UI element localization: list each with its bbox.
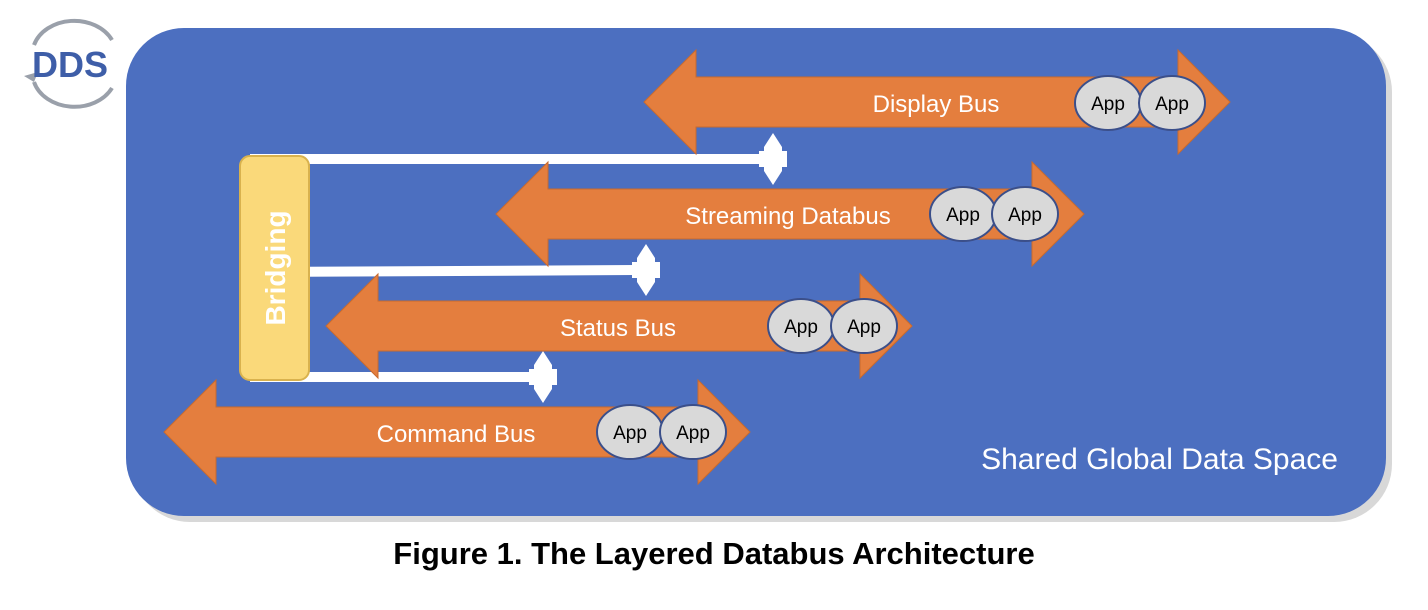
bridging-box: Bridging	[239, 155, 310, 381]
status-bus-arrow	[325, 272, 913, 380]
command-bus: Command Bus App App	[163, 378, 751, 486]
app-node	[1138, 75, 1206, 131]
streaming-databus-arrow	[495, 160, 1085, 268]
app-node	[991, 186, 1059, 242]
app-label: App	[613, 423, 647, 444]
app-label: App	[946, 205, 980, 226]
status-bus-label: Status Bus	[560, 315, 676, 342]
shared-data-space-label: Shared Global Data Space	[981, 443, 1338, 476]
app-label: App	[1091, 94, 1125, 115]
app-label: App	[784, 317, 818, 338]
command-bus-label: Command Bus	[377, 421, 536, 448]
app-node	[830, 298, 898, 354]
figure-caption: Figure 1. The Layered Databus Architectu…	[393, 536, 1035, 571]
app-label: App	[1155, 94, 1189, 115]
star-connector-display	[759, 133, 787, 185]
command-bus-arrow	[163, 378, 751, 486]
display-bus-arrow	[643, 48, 1231, 156]
star-connector-status	[529, 351, 557, 403]
logo-ring-top	[32, 18, 114, 46]
logo-text: DDS	[32, 44, 108, 85]
logo-ring-bottom	[32, 81, 114, 109]
display-bus: Display Bus App App	[643, 48, 1231, 156]
dds-logo: DDS	[24, 18, 114, 109]
bridging-label: Bridging	[260, 210, 291, 325]
connector-streaming	[249, 265, 647, 277]
streaming-databus: Streaming Databus App App	[495, 160, 1085, 268]
status-bus: Status Bus App App	[325, 272, 913, 380]
app-node	[659, 404, 727, 460]
star-connector-streaming	[632, 244, 660, 296]
shared-data-space	[126, 28, 1386, 516]
app-label: App	[676, 423, 710, 444]
app-label: App	[847, 317, 881, 338]
streaming-databus-label: Streaming Databus	[685, 203, 890, 230]
app-label: App	[1008, 205, 1042, 226]
logo-ring-arrowhead	[24, 72, 38, 82]
display-bus-label: Display Bus	[873, 91, 1000, 118]
layered-databus-diagram: DDS Shared Global Data Space Bridging Di…	[24, 18, 1392, 522]
